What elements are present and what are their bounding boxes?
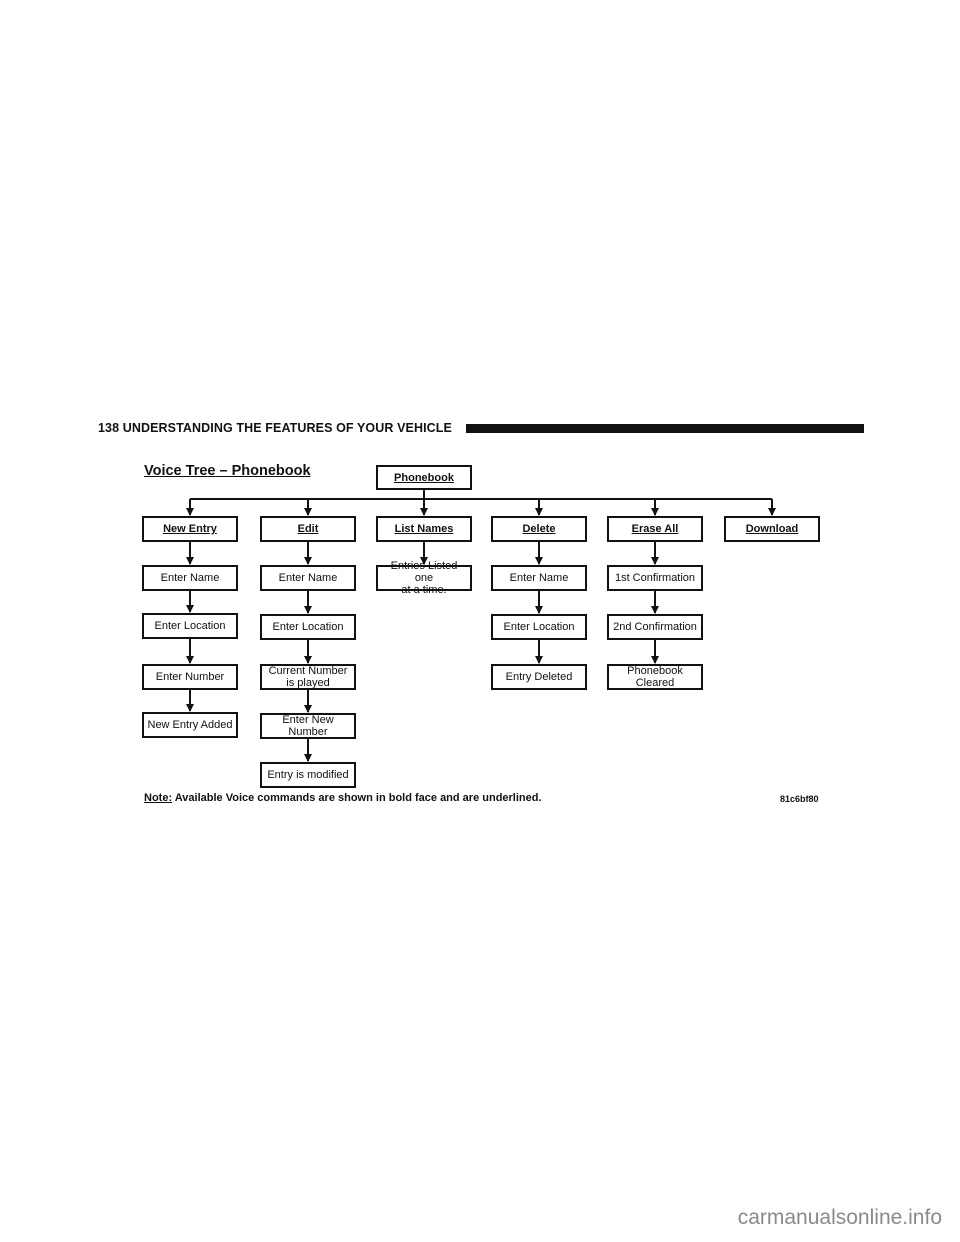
step-2nd-confirmation: 2nd Confirmation bbox=[607, 614, 703, 640]
step-enter-number: Enter Number bbox=[142, 664, 238, 690]
command-erase-all: Erase All bbox=[607, 516, 703, 542]
step-enter-location: Enter Location bbox=[491, 614, 587, 640]
step-1st-confirmation: 1st Confirmation bbox=[607, 565, 703, 591]
command-list-names: List Names bbox=[376, 516, 472, 542]
header-rule bbox=[466, 424, 864, 433]
step-enter-location: Enter Location bbox=[260, 614, 356, 640]
note-label: Note: bbox=[144, 792, 173, 804]
step-entries-listed-one-at-a-time: Entries Listed one at a time. bbox=[376, 560, 472, 596]
note-text: Available Voice commands are shown in bo… bbox=[174, 792, 542, 804]
command-download: Download bbox=[724, 516, 820, 542]
step-enter-location: Enter Location bbox=[142, 613, 238, 639]
step-new-entry-added: New Entry Added bbox=[142, 712, 238, 738]
step-enter-name: Enter Name bbox=[142, 565, 238, 591]
diagram-title: Voice Tree – Phonebook bbox=[144, 463, 311, 479]
step-phonebook-cleared: Phonebook Cleared bbox=[607, 664, 703, 690]
step-entry-is-modified: Entry is modified bbox=[260, 762, 356, 788]
page-header-text: 138 UNDERSTANDING THE FEATURES OF YOUR V… bbox=[98, 421, 452, 435]
command-edit: Edit bbox=[260, 516, 356, 542]
command-delete: Delete bbox=[491, 516, 587, 542]
step-enter-new-number: Enter New Number bbox=[260, 713, 356, 739]
step-current-number-is-played: Current Number is played bbox=[260, 664, 356, 690]
page-header: 138 UNDERSTANDING THE FEATURES OF YOUR V… bbox=[98, 420, 864, 436]
step-enter-name: Enter Name bbox=[260, 565, 356, 591]
step-enter-name: Enter Name bbox=[491, 565, 587, 591]
step-entry-deleted: Entry Deleted bbox=[491, 664, 587, 690]
diagram-note: Note: Available Voice commands are shown… bbox=[144, 792, 542, 804]
watermark: carmanualsonline.info bbox=[737, 1206, 942, 1229]
command-new-entry: New Entry bbox=[142, 516, 238, 542]
root-node-phonebook: Phonebook bbox=[376, 465, 472, 490]
figure-code: 81c6bf80 bbox=[780, 794, 819, 804]
